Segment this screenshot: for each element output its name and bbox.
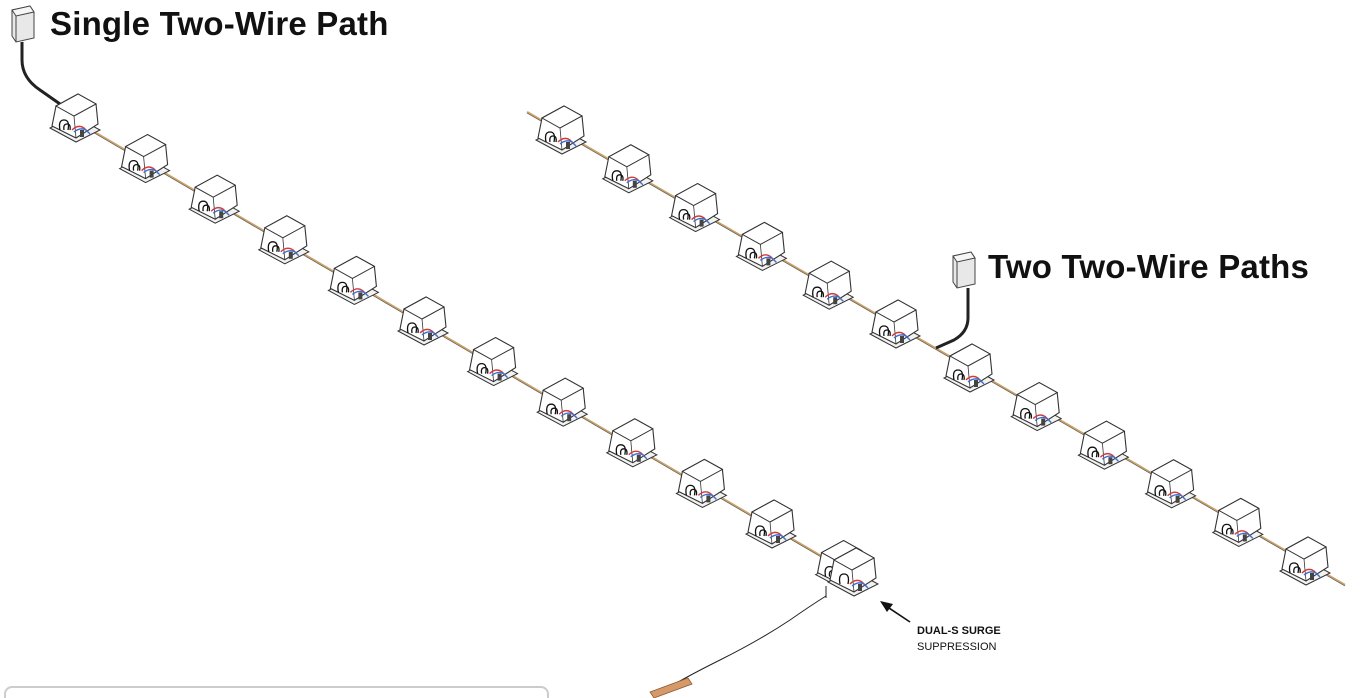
surge-suppression-callout: DUAL-S SURGE SUPPRESSION: [917, 623, 1001, 655]
callout-title: DUAL-S SURGE: [917, 625, 1001, 637]
valve-box-icon: [327, 255, 380, 305]
valve-box-icon: [257, 215, 310, 265]
valve-box-icon: [466, 336, 519, 387]
title-single-two-wire-path: Single Two-Wire Path: [50, 5, 389, 42]
valve-box-row-single: [48, 93, 880, 597]
wire-path-two-upper: [526, 111, 936, 349]
wire-path-two-lower: [934, 347, 1346, 586]
wire-layer: [59, 111, 1346, 587]
valve-box-icon: [118, 133, 171, 184]
valve-box-row-two: [534, 105, 1332, 586]
valve-box-icon: [942, 343, 996, 393]
valve-box-icon: [605, 418, 658, 468]
valve-box-icon: [48, 93, 102, 143]
ground-rod-icon: [649, 586, 827, 698]
valve-box-icon: [744, 499, 798, 549]
valve-box-icon: [668, 182, 721, 233]
callout-subtitle: SUPPRESSION: [917, 641, 997, 653]
valve-box-icon: [1211, 497, 1264, 547]
valve-box-icon: [826, 547, 880, 597]
wire-path-two-lower-dark: [934, 348, 1346, 587]
valve-box-icon: [802, 260, 855, 310]
valve-box-icon: [1077, 420, 1130, 470]
bottom-panel: [4, 686, 549, 698]
valve-box-icon: [188, 174, 241, 224]
valve-box-icon: [1278, 536, 1332, 586]
controller-icon: [935, 251, 976, 350]
valve-box-icon: [735, 221, 788, 271]
valve-box-icon: [396, 296, 450, 346]
controller-icon: [11, 5, 61, 106]
valve-box-icon: [868, 299, 922, 349]
valve-box-icon: [536, 377, 589, 427]
title-two-two-wire-paths: Two Two-Wire Paths: [988, 248, 1310, 285]
valve-box-icon: [675, 458, 728, 508]
valve-box-icon: [1144, 459, 1197, 509]
arrow-icon: [880, 601, 911, 623]
valve-box-icon: [534, 105, 588, 155]
wire-path-two-upper-dark: [526, 112, 936, 350]
valve-box-icon: [601, 144, 654, 194]
valve-box-icon: [1010, 381, 1063, 432]
